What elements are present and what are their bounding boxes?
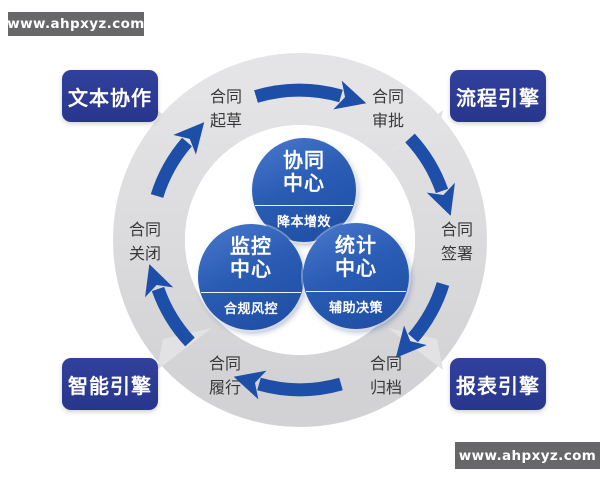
step-draft-line1: 合同	[209, 87, 243, 106]
center-circle-statistics: 统计 中心 辅助决策	[303, 223, 409, 329]
step-sign-line1: 合同	[440, 220, 474, 239]
step-draft-line2: 起草	[209, 111, 243, 130]
step-label-approve: 合同 审批	[372, 85, 404, 133]
monitoring-divider	[201, 291, 301, 293]
step-label-close: 合同 关闭	[129, 218, 161, 266]
step-archive-line1: 合同	[369, 354, 403, 373]
engine-box-report-engine: 报表引擎	[450, 358, 546, 410]
statistics-title-line2: 中心	[335, 256, 377, 280]
engine-box-intelligence-engine: 智能引擎	[62, 358, 158, 410]
collaboration-divider	[255, 204, 353, 206]
monitoring-title: 监控 中心	[198, 235, 304, 281]
engine-box-process-engine: 流程引擎	[450, 70, 546, 122]
step-perform-line2: 履行	[208, 378, 242, 397]
monitoring-title-line1: 监控	[230, 234, 272, 258]
collaboration-title: 协同 中心	[252, 149, 356, 195]
step-approve-line2: 审批	[371, 111, 405, 130]
center-circle-monitoring: 监控 中心 合规风控	[198, 224, 304, 330]
cycle-arrows	[145, 80, 455, 400]
watermark-bottom-right: www.ahpxyz.com	[455, 442, 600, 469]
watermark-top-left: www.ahpxyz.com	[7, 12, 144, 36]
step-label-archive: 合同 归档	[370, 352, 402, 400]
statistics-subtitle: 辅助决策	[328, 301, 383, 317]
center-circle-collaboration: 协同 中心 降本增效	[252, 138, 356, 242]
engine-box-text-collaboration: 文本协作	[62, 70, 158, 122]
arrow-archive-to-perform-icon	[233, 370, 343, 400]
arrow-close-to-draft-icon	[150, 122, 205, 199]
collaboration-title-line1: 协同	[283, 148, 325, 172]
step-archive-line2: 归档	[369, 378, 403, 397]
step-perform-line1: 合同	[208, 354, 242, 373]
statistics-divider	[306, 290, 406, 292]
step-close-line2: 关闭	[128, 244, 162, 263]
step-approve-line1: 合同	[371, 87, 405, 106]
arrow-sign-to-archive-icon	[395, 281, 450, 358]
step-label-perform: 合同 履行	[209, 352, 241, 400]
statistics-title: 统计 中心	[303, 234, 409, 280]
arrow-draft-to-approve-icon	[254, 80, 367, 110]
step-close-line1: 合同	[128, 220, 162, 239]
step-label-sign: 合同 签署	[441, 218, 473, 266]
step-label-draft: 合同 起草	[210, 85, 242, 133]
step-sign-line2: 签署	[440, 244, 474, 263]
statistics-title-line1: 统计	[335, 233, 377, 257]
arrow-perform-to-close-icon	[145, 264, 195, 347]
monitoring-title-line2: 中心	[230, 257, 272, 281]
collaboration-subtitle: 降本增效	[276, 214, 331, 230]
collaboration-title-line2: 中心	[283, 171, 325, 195]
monitoring-subtitle: 合规风控	[223, 302, 278, 318]
arrow-approve-to-sign-icon	[405, 133, 455, 216]
